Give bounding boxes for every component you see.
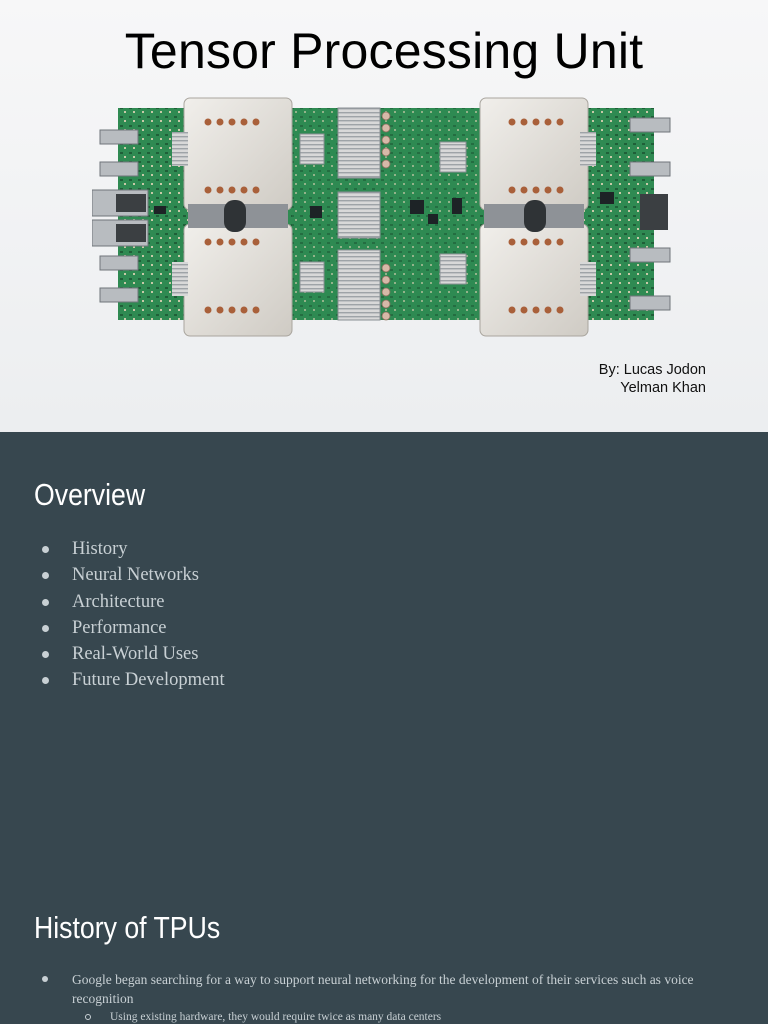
list-item-text: Neural Networks — [72, 565, 199, 586]
title-slide: Tensor Processing Unit — [0, 0, 768, 432]
bullet-dot-icon — [42, 572, 49, 580]
list-item: History — [36, 536, 225, 562]
list-item: Architecture — [36, 589, 225, 615]
sub-list-item: Using existing hardware, they would requ… — [36, 1009, 736, 1024]
list-item-text: Future Development — [72, 670, 225, 691]
list-item-text: Architecture — [72, 591, 165, 612]
list-item: Performance — [36, 615, 225, 641]
bullet-dot-icon — [42, 598, 49, 606]
list-item: Future Development — [36, 667, 225, 693]
history-list: Google began searching for a way to supp… — [36, 970, 736, 1024]
bullet-dot-icon — [42, 546, 49, 553]
bullet-dot-icon — [42, 976, 48, 982]
overview-heading: Overview — [34, 477, 146, 512]
bullet-dot-icon — [42, 677, 49, 685]
bullet-dot-icon — [42, 624, 49, 632]
list-item-text: Google began searching for a way to supp… — [72, 972, 694, 1006]
slide-title: Tensor Processing Unit — [124, 23, 644, 79]
authors: By: Lucas Jodon Yelman Khan — [560, 361, 706, 397]
tpu-board-image — [92, 97, 671, 337]
list-item-text: Performance — [72, 617, 167, 638]
list-item: Real-World Uses — [36, 641, 225, 667]
author-line-1: By: Lucas Jodon — [598, 362, 706, 378]
bullet-circle-icon — [85, 1014, 91, 1020]
history-slide: History of TPUs Google began searching f… — [0, 864, 768, 1024]
history-heading: History of TPUs — [34, 910, 221, 945]
bullet-dot-icon — [42, 651, 49, 659]
author-line-2: Yelman Khan — [620, 380, 706, 396]
list-item: Google began searching for a way to supp… — [36, 970, 736, 1008]
sub-list-item-text: Using existing hardware, they would requ… — [110, 1011, 442, 1023]
overview-list: History Neural Networks Architecture Per… — [36, 536, 225, 694]
list-item: Neural Networks — [36, 562, 225, 588]
list-item-text: Real-World Uses — [72, 644, 199, 665]
overview-slide: Overview History Neural Networks Archite… — [0, 432, 768, 864]
list-item-text: History — [72, 539, 128, 559]
